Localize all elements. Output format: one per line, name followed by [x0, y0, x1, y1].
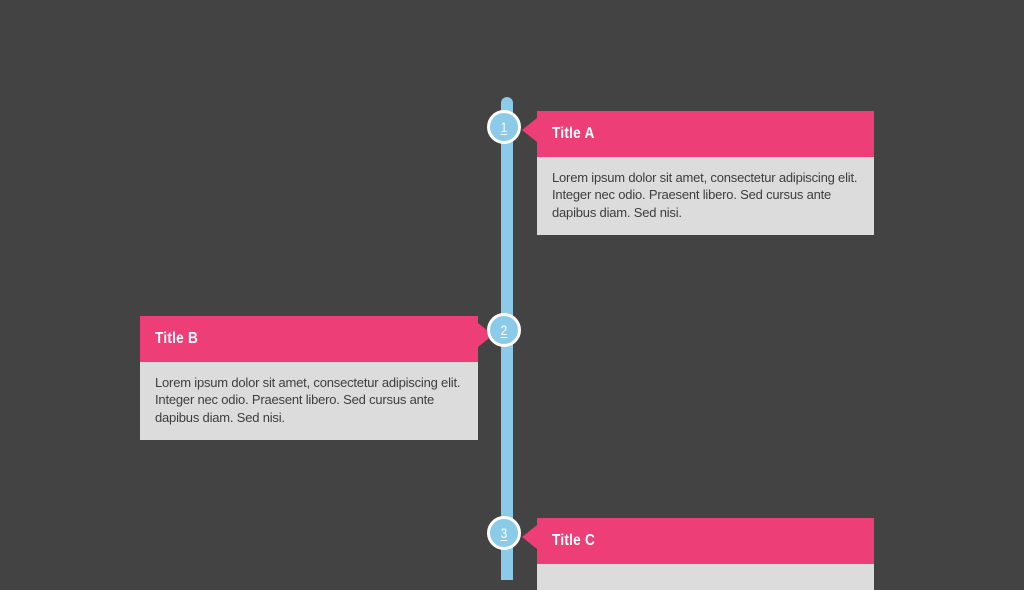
card-a-header: Title A: [522, 111, 874, 157]
card-b-text: Lorem ipsum dolor sit amet, consectetur …: [155, 375, 461, 425]
milestone-2[interactable]: 2: [487, 313, 521, 347]
card-b-title: Title B: [155, 330, 199, 347]
card-a-body: Lorem ipsum dolor sit amet, consectetur …: [537, 157, 874, 236]
milestone-2-number: 2: [500, 322, 508, 338]
card-a-text: Lorem ipsum dolor sit amet, consectetur …: [552, 170, 858, 220]
milestone-3-number: 3: [500, 525, 508, 541]
milestone-1-number: 1: [500, 119, 508, 135]
card-c-arrow-left-icon: [522, 525, 537, 549]
card-a-arrow-left-icon: [522, 118, 537, 142]
card-c-title: Title C: [552, 532, 596, 549]
card-c-body: [537, 564, 874, 590]
milestone-1[interactable]: 1: [487, 110, 521, 144]
timeline-card-c: Title C: [522, 518, 874, 590]
card-a-title: Title A: [552, 125, 595, 142]
timeline-card-b: Title B Lorem ipsum dolor sit amet, cons…: [140, 316, 493, 441]
timeline-card-a: Title A Lorem ipsum dolor sit amet, cons…: [522, 111, 874, 236]
milestone-3[interactable]: 3: [487, 516, 521, 550]
card-b-body: Lorem ipsum dolor sit amet, consectetur …: [140, 362, 478, 441]
card-b-header: Title B: [140, 316, 493, 362]
card-c-header: Title C: [522, 518, 874, 564]
